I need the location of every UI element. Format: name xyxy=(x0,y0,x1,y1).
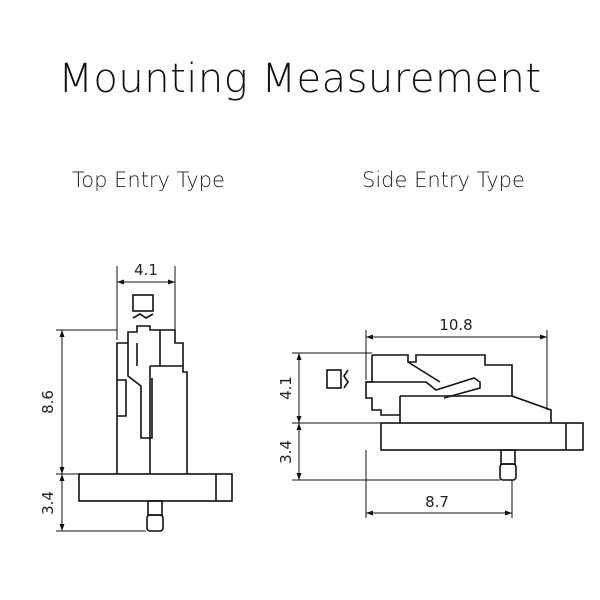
top-entry-dim-width xyxy=(116,266,176,340)
top-entry-body-height-value: 8.6 xyxy=(39,390,57,414)
side-entry-dim-body-height xyxy=(292,352,372,423)
top-entry-drawing: 4.1 8.6 3.4 xyxy=(39,261,233,532)
side-entry-dim-length-top xyxy=(365,330,548,410)
side-entry-length-bottom-value: 8.7 xyxy=(425,493,449,511)
top-entry-label: Top Entry Type xyxy=(72,168,225,192)
top-entry-dim-body-height xyxy=(56,329,117,475)
top-entry-width-value: 4.1 xyxy=(134,261,158,279)
top-entry-connector xyxy=(78,294,233,532)
top-entry-dim-base-height xyxy=(56,474,146,532)
side-entry-label: Side Entry Type xyxy=(362,168,525,192)
side-entry-dim-length-bottom xyxy=(365,450,513,518)
side-entry-connector xyxy=(326,354,584,481)
page-title: Mounting Measurement xyxy=(58,56,542,102)
side-entry-base-height-value: 3.4 xyxy=(277,440,295,464)
side-entry-length-top-value: 10.8 xyxy=(439,316,472,334)
side-entry-drawing: 10.8 4.1 3.4 8.7 xyxy=(277,316,584,518)
top-entry-base-height-value: 3.4 xyxy=(39,491,57,515)
side-entry-dim-base-height xyxy=(292,422,500,481)
side-entry-body-height-value: 4.1 xyxy=(277,376,295,400)
